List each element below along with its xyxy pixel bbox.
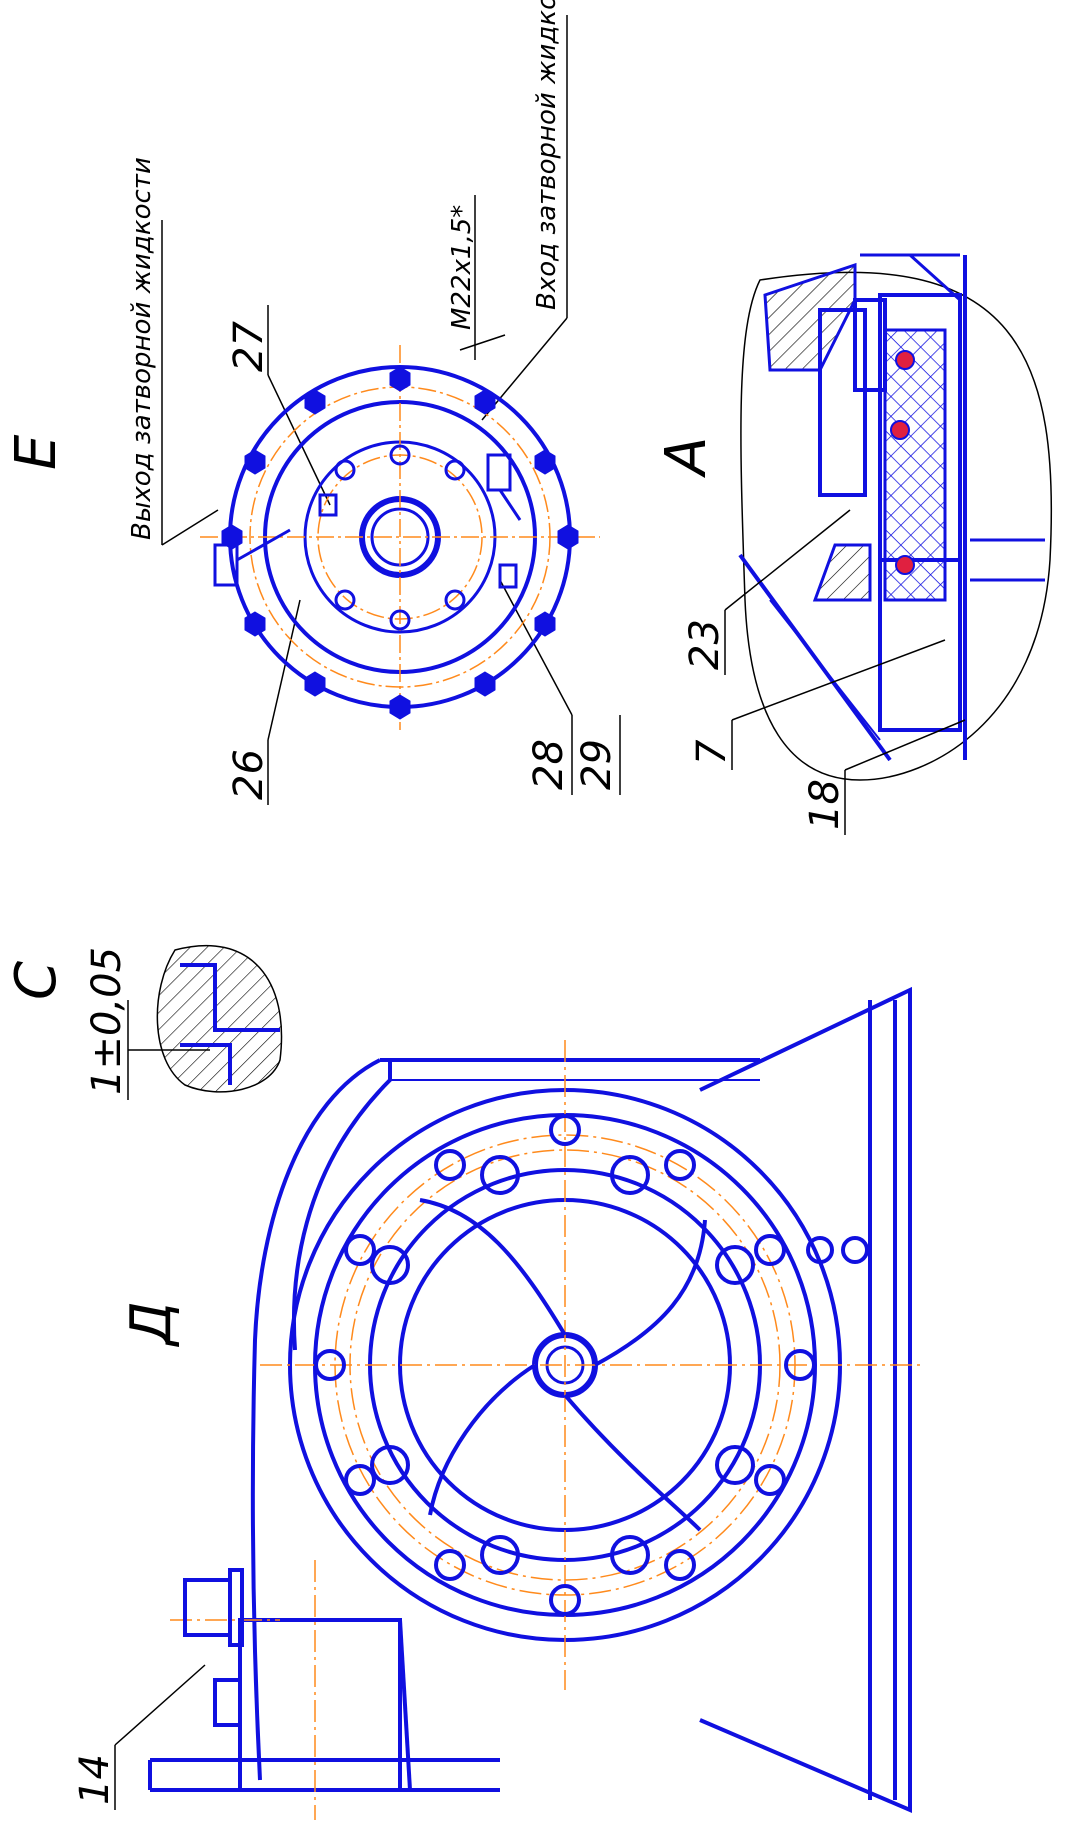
outlet-bolt bbox=[183, 1568, 244, 1727]
callout-27-leader bbox=[267, 374, 331, 506]
detail-c-parts bbox=[180, 963, 280, 1085]
detail-a-housing-2 bbox=[812, 543, 872, 602]
detail-a-orings bbox=[890, 350, 915, 575]
callout-23-leader bbox=[724, 509, 851, 611]
callout-23: 23 bbox=[682, 619, 728, 670]
callout-14-leader bbox=[114, 1664, 206, 1746]
callout-18-leader bbox=[844, 719, 966, 771]
view-d: Д bbox=[72, 986, 920, 1820]
pump-bolts bbox=[314, 1114, 816, 1616]
callout-28: 28 bbox=[526, 739, 572, 790]
pump-inner-holes bbox=[370, 1155, 755, 1575]
flange-e-inner-bolts bbox=[334, 444, 466, 631]
view-a-label: А bbox=[654, 437, 719, 478]
callout-26: 26 bbox=[226, 749, 272, 800]
callout-18: 18 bbox=[802, 779, 848, 830]
inlet-leader bbox=[481, 317, 568, 421]
outlet-leader bbox=[161, 509, 219, 546]
thread-dim bbox=[459, 334, 506, 351]
view-c-label: С bbox=[4, 961, 69, 1000]
view-e: Е Выход затворной жидкости Вход затворно… bbox=[4, 0, 621, 805]
detail-c-outline bbox=[156, 944, 283, 1093]
view-e-label: Е bbox=[4, 434, 69, 470]
callout-7: 7 bbox=[689, 739, 735, 765]
detail-a-wedge-2 bbox=[769, 599, 881, 741]
view-c: С 1±0,05 bbox=[4, 944, 283, 1100]
view-d-label: Д bbox=[119, 1301, 184, 1348]
callout-7-leader bbox=[731, 639, 946, 721]
pump-axes bbox=[170, 1040, 920, 1820]
tolerance-label: 1±0,05 bbox=[84, 947, 130, 1095]
detail-a-seal bbox=[883, 328, 947, 602]
impeller bbox=[419, 1198, 707, 1532]
view-a: А bbox=[654, 253, 1053, 835]
thread-label: M22x1,5* bbox=[447, 205, 477, 330]
callout-27: 27 bbox=[226, 321, 272, 372]
callout-28-leader bbox=[499, 579, 573, 716]
detail-a-outline bbox=[740, 271, 1053, 781]
fittings-e bbox=[213, 453, 522, 589]
pump-casing bbox=[148, 986, 912, 1814]
callout-29: 29 bbox=[574, 739, 620, 790]
drain-plugs bbox=[806, 1236, 869, 1264]
detail-a-housing bbox=[763, 262, 857, 372]
inlet-label: Вход затворной жидкости bbox=[532, 0, 562, 310]
callout-14: 14 bbox=[72, 1754, 118, 1805]
flange-e-bolts bbox=[221, 366, 579, 720]
outlet-label: Выход затворной жидкости bbox=[127, 157, 157, 540]
